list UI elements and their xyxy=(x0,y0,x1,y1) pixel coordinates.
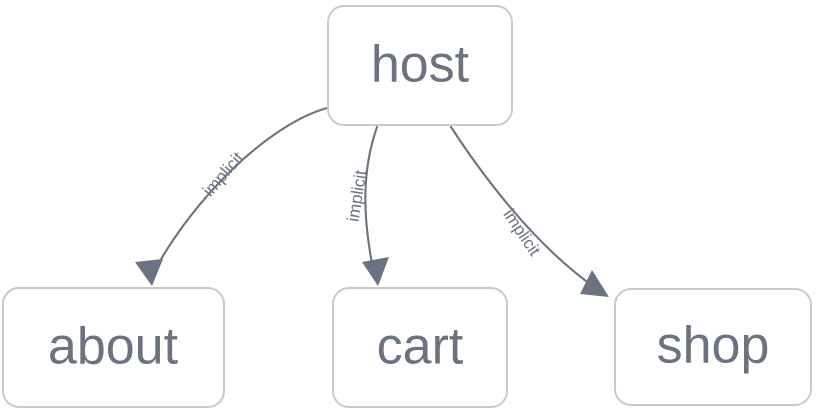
edge-label-host-shop: implicit xyxy=(499,206,544,260)
node-label-host: host xyxy=(371,36,470,94)
edges-layer: implicit implicit implicit xyxy=(135,106,609,297)
edge-host-about[interactable]: implicit xyxy=(135,106,329,286)
arrowhead-cart xyxy=(362,257,389,286)
node-label-cart: cart xyxy=(377,318,464,376)
arrowhead-shop xyxy=(580,270,609,297)
node-cart[interactable]: cart xyxy=(332,287,508,408)
edge-host-cart[interactable]: implicit xyxy=(344,125,389,286)
node-shop[interactable]: shop xyxy=(614,288,812,406)
node-box-host[interactable] xyxy=(327,5,513,126)
edge-path-host-cart[interactable] xyxy=(364,125,379,276)
node-box-cart[interactable] xyxy=(332,287,508,408)
arrowhead-about xyxy=(135,259,163,286)
edge-label-host-about: implicit xyxy=(199,148,248,200)
node-label-shop: shop xyxy=(657,317,770,375)
nodes-layer: host about cart shop xyxy=(2,5,812,408)
node-host[interactable]: host xyxy=(327,5,513,126)
node-box-shop[interactable] xyxy=(614,288,812,406)
node-box-about[interactable] xyxy=(2,287,225,408)
edge-path-host-about[interactable] xyxy=(150,106,329,277)
edge-host-shop[interactable]: implicit xyxy=(449,125,609,297)
edge-path-host-shop[interactable] xyxy=(449,125,599,291)
node-about[interactable]: about xyxy=(2,287,225,408)
node-label-about: about xyxy=(48,318,179,376)
